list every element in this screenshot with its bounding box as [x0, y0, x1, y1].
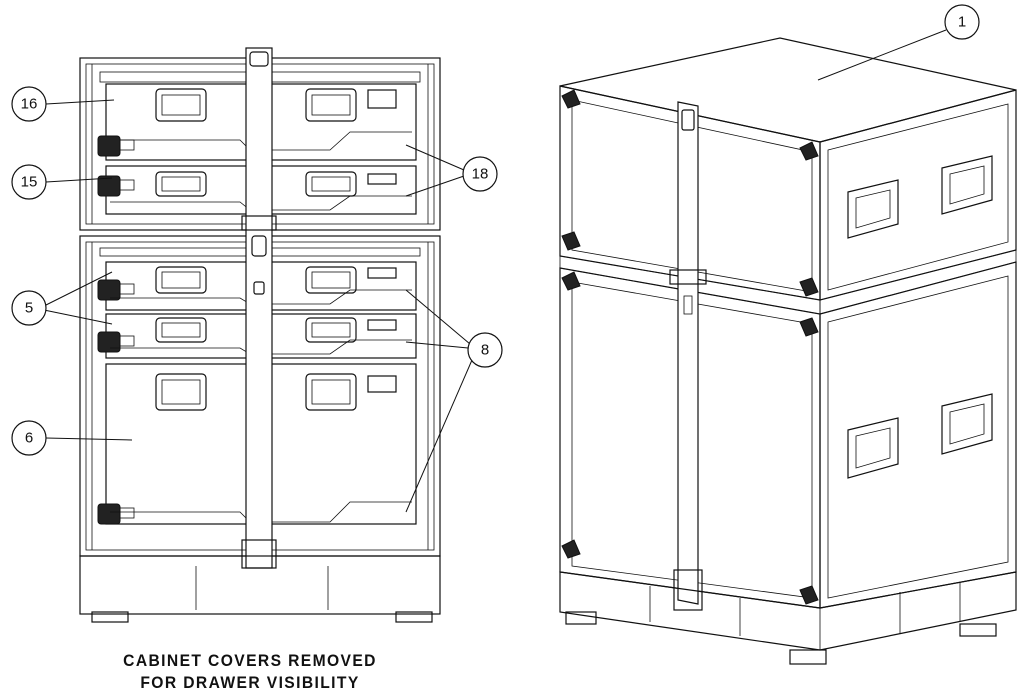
- callout-1: 1: [817, 4, 980, 81]
- callout-16: 16: [11, 86, 115, 122]
- callout-1-label: 1: [958, 14, 966, 31]
- caption-line-2: FOR DRAWER VISIBILITY: [140, 673, 360, 692]
- callout-6-label: 6: [25, 430, 33, 447]
- callout-6: 6: [11, 420, 133, 456]
- iso-handle-upper-right: [941, 155, 993, 215]
- caption-line-1: CABINET COVERS REMOVED: [123, 651, 377, 670]
- cabinet-isometric-view: [559, 37, 1017, 665]
- callout-8-label: 8: [481, 342, 489, 359]
- iso-handle-upper-left: [847, 179, 899, 239]
- drawer-5-upper: [97, 261, 417, 311]
- callout-5: 5: [11, 271, 113, 326]
- iso-handle-lower-left: [847, 417, 899, 479]
- callout-16-label: 16: [21, 96, 38, 113]
- front-strap: [241, 47, 277, 569]
- callout-18: 18: [405, 144, 498, 197]
- front-pallet: [79, 555, 441, 623]
- callout-15: 15: [11, 164, 113, 200]
- callout-8: 8: [405, 289, 503, 513]
- iso-strap: [669, 101, 707, 611]
- iso-handle-lower-right: [941, 393, 993, 455]
- front-view-covers-removed: [79, 47, 441, 623]
- callout-18-label: 18: [472, 166, 489, 183]
- drawer-6: [97, 363, 417, 525]
- iso-pallet: [559, 571, 1017, 665]
- callout-5-label: 5: [25, 300, 33, 317]
- callout-15-label: 15: [21, 174, 38, 191]
